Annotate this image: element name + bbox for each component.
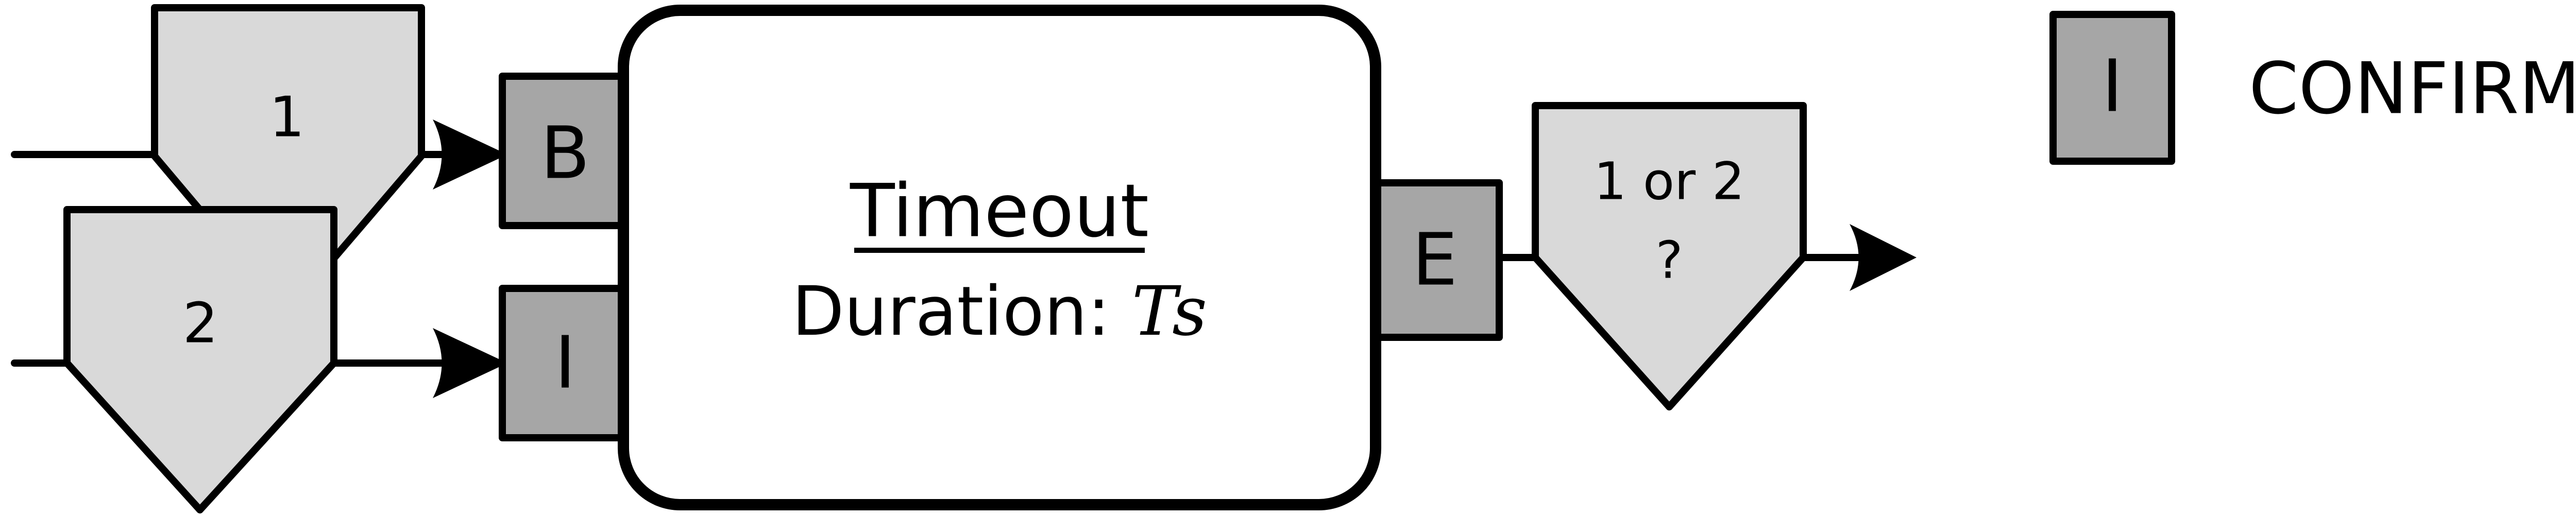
timeout-block-box bbox=[618, 5, 1381, 510]
timeout-title: Timeout bbox=[850, 169, 1149, 254]
timeout-duration: Duration: Ts bbox=[792, 272, 1207, 351]
duration-value: Ts bbox=[1132, 272, 1207, 351]
legend-symbol-box bbox=[2049, 11, 2175, 165]
arrowhead-interrupt bbox=[433, 328, 507, 398]
arrowhead-begin bbox=[433, 119, 507, 190]
output-token-line2: ? bbox=[1655, 230, 1683, 290]
timeout-block: Timeout Duration: Ts bbox=[618, 5, 1381, 510]
end-port-label: E bbox=[1412, 218, 1458, 302]
interrupt-port: I bbox=[499, 285, 632, 441]
legend: I CONFIRM bbox=[2049, 11, 2576, 165]
token-1-shape bbox=[151, 4, 425, 317]
begin-port: B bbox=[499, 73, 632, 229]
begin-port-label: B bbox=[540, 112, 590, 196]
token-2-label: 2 bbox=[183, 291, 218, 356]
output-token-line1: 1 or 2 bbox=[1594, 151, 1744, 212]
interrupt-port-box bbox=[499, 285, 632, 441]
output-token: 1 or 2 ? bbox=[1532, 102, 1807, 410]
input-token-2: 2 bbox=[11, 206, 337, 513]
legend-label: CONFIRM bbox=[2249, 47, 2576, 130]
end-port-box bbox=[1357, 179, 1503, 341]
end-port: E bbox=[1357, 179, 1503, 341]
arrowhead-output bbox=[1850, 224, 1917, 291]
output-token-shape bbox=[1532, 102, 1807, 410]
interrupt-port-label: I bbox=[554, 321, 575, 405]
duration-label: Duration: bbox=[792, 272, 1132, 351]
input-token-1: 1 bbox=[11, 4, 425, 317]
token-2-shape bbox=[63, 206, 337, 513]
legend-symbol-label: I bbox=[2102, 45, 2123, 129]
token-1-label: 1 bbox=[269, 85, 305, 150]
